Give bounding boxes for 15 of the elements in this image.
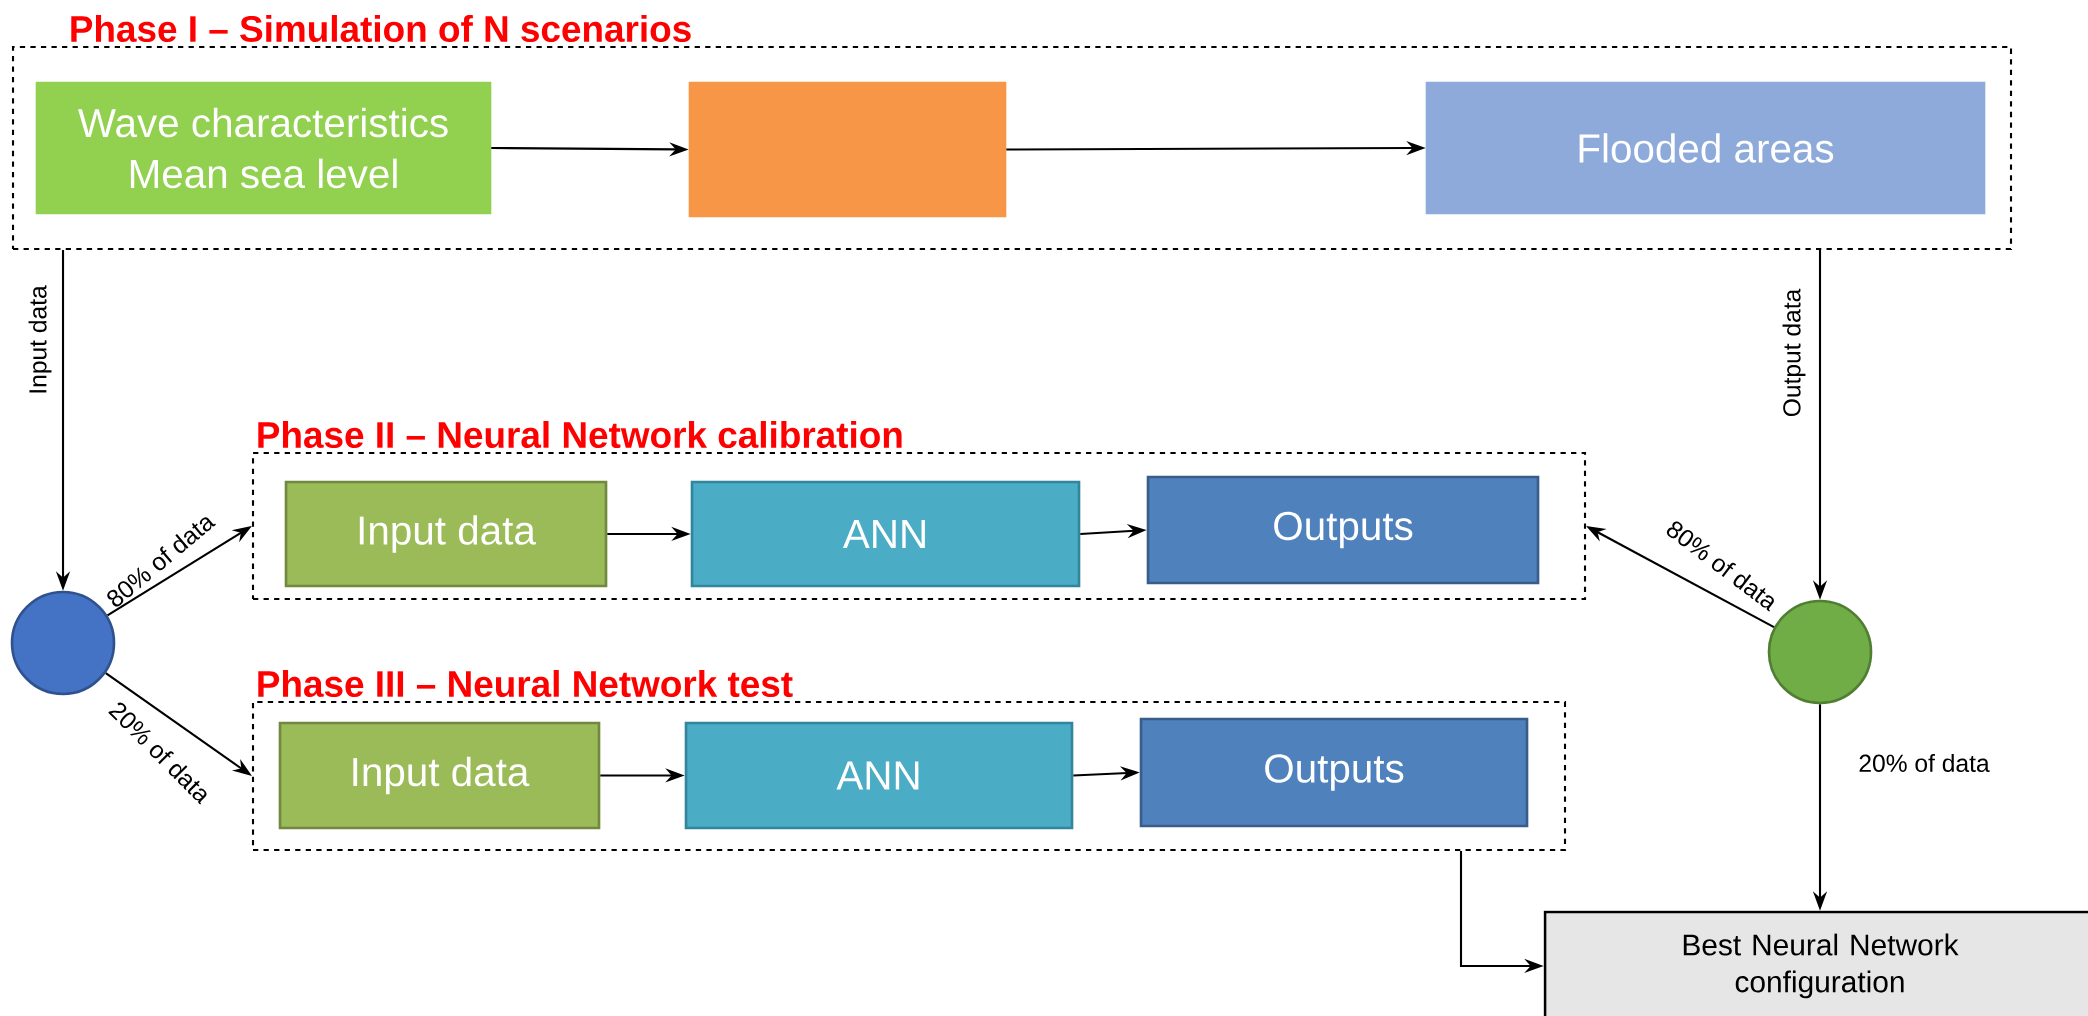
edge-label: 20% of data <box>1859 753 1990 773</box>
process-box: ANN <box>690 480 1081 588</box>
process-box: Wave characteristics Mean sea level <box>35 81 492 215</box>
process-box: Outputs <box>1146 475 1540 585</box>
process-box: ANN <box>684 721 1074 830</box>
result-box: Best Neural Network configuration <box>1543 910 2088 1016</box>
edge-label: Input data <box>28 285 52 393</box>
process-box: Flooded areas <box>1425 81 1986 215</box>
edge-label: 80% of data <box>107 517 216 607</box>
edge-label: Output data <box>1782 288 1806 417</box>
process-box: Input data <box>278 721 601 830</box>
edge-label: 80% of data <box>1666 521 1774 612</box>
process-box <box>688 81 1007 218</box>
process-box: Input data <box>284 480 608 588</box>
process-box: Outputs <box>1139 717 1529 828</box>
